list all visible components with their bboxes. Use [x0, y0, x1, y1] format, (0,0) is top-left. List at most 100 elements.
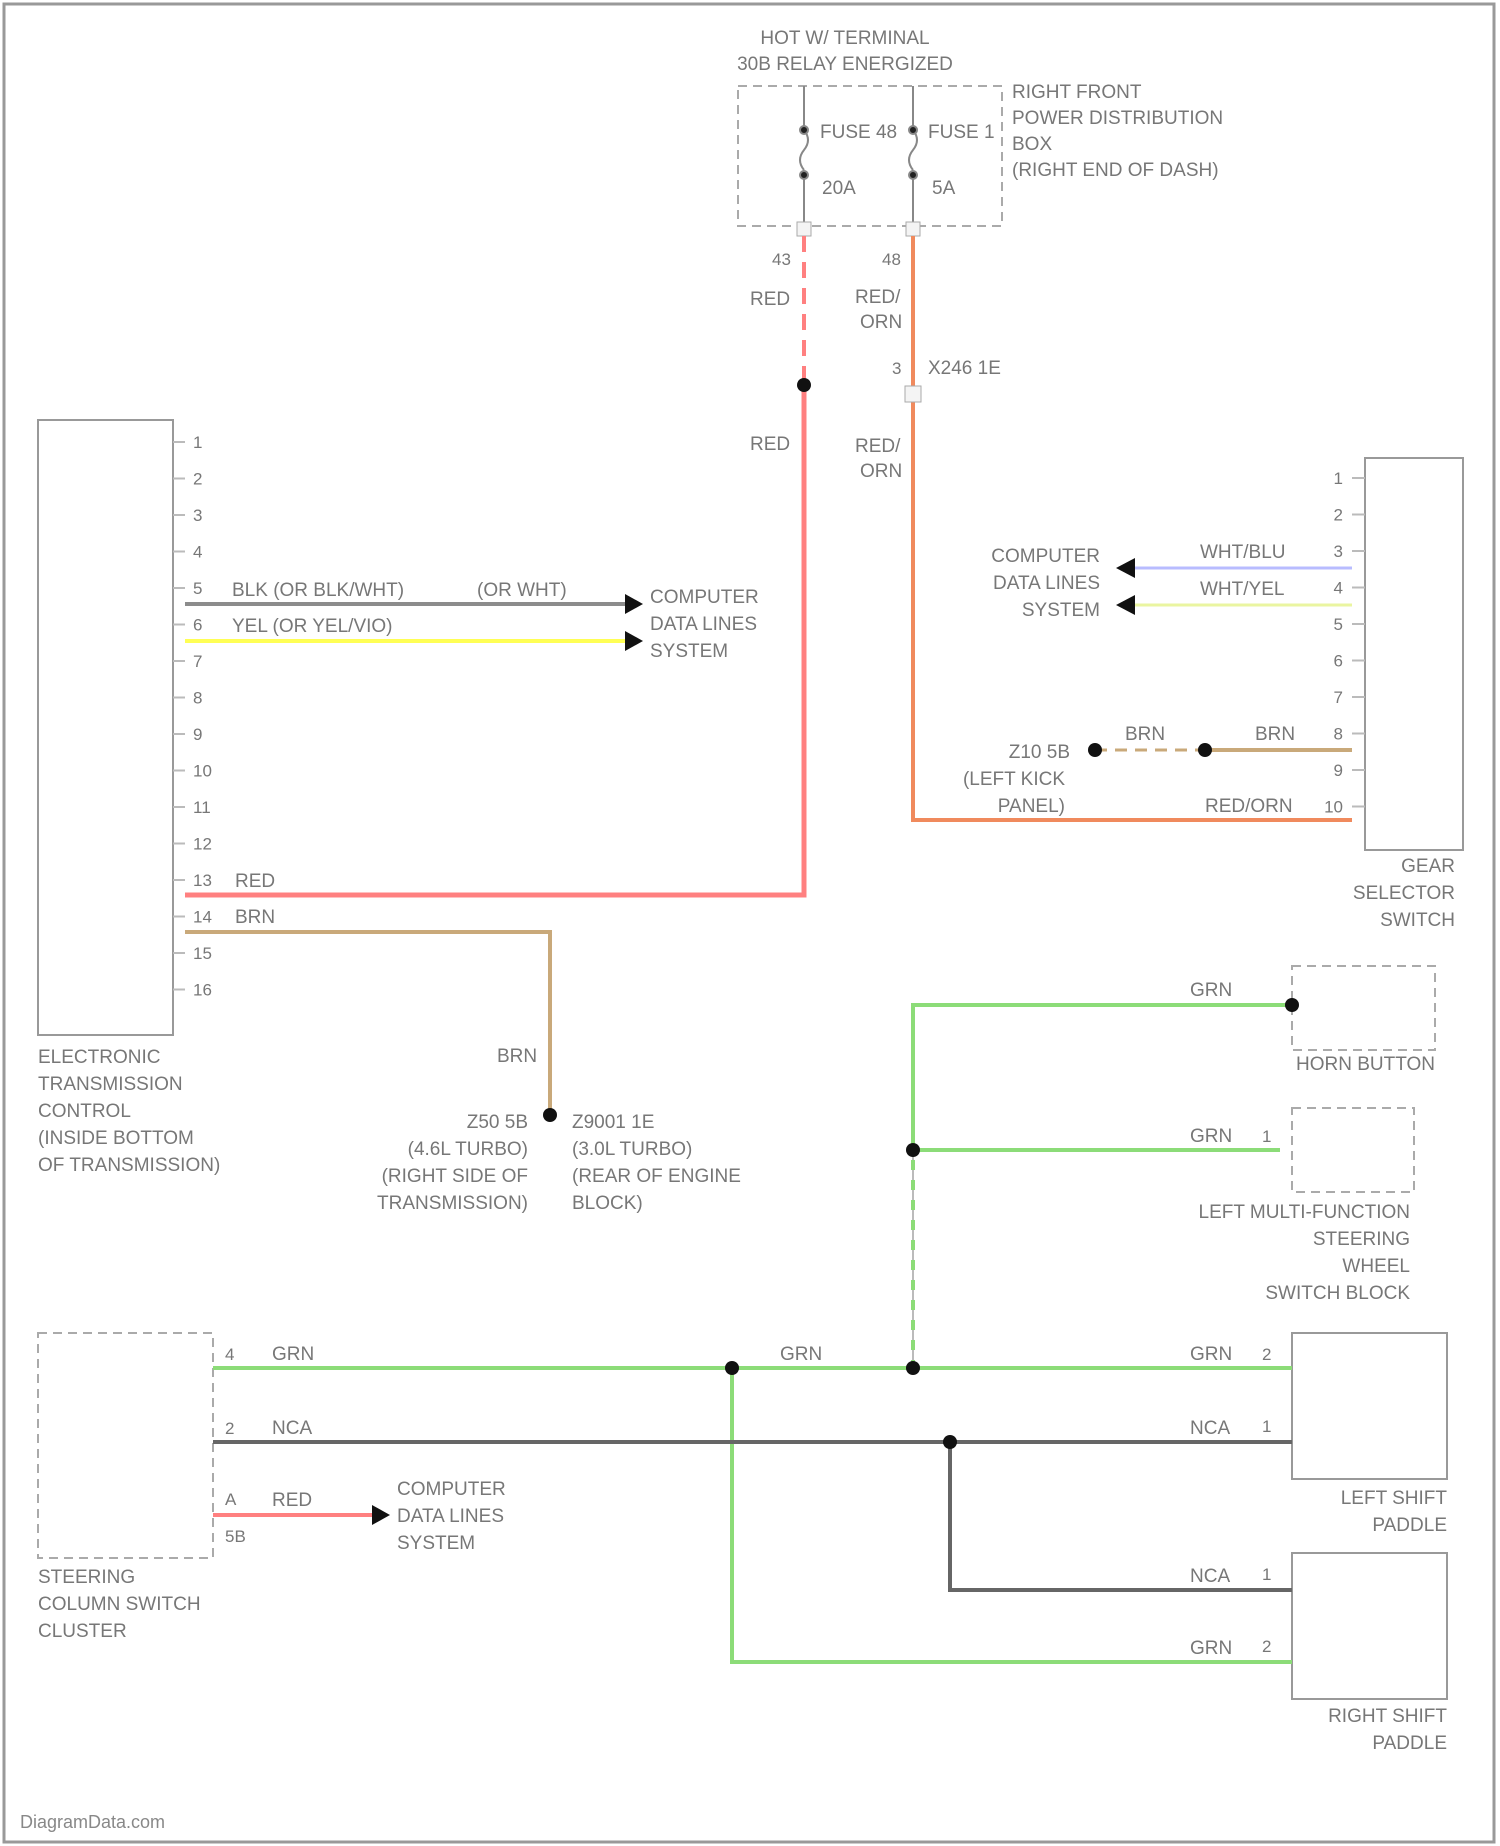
distribution-box-label-1: RIGHT FRONT [1012, 82, 1142, 103]
etc-red-label: RED [235, 871, 275, 892]
right-paddle-pin-grn: 2 [1262, 1637, 1271, 1656]
etc-data-lines-1: COMPUTER [650, 587, 759, 608]
z10-ground-dot [1088, 743, 1102, 757]
hot-terminal-line1: HOT W/ TERMINAL [760, 28, 929, 49]
right-paddle-label-2: PADDLE [1372, 1733, 1447, 1754]
ground-right-label: Z9001 1E [572, 1112, 654, 1133]
left-paddle-pin-nca: 1 [1262, 1417, 1271, 1436]
right-paddle-label-1: RIGHT SHIFT [1328, 1706, 1447, 1727]
nca-label-right-paddle: NCA [1190, 1566, 1230, 1587]
etc-label-1: ELECTRONIC [38, 1047, 160, 1068]
watermark: DiagramData.com [20, 1812, 165, 1832]
red-column-arrow [372, 1505, 390, 1525]
horn-button-label: HORN BUTTON [1296, 1054, 1435, 1075]
fuse-1-pin: 48 [882, 250, 901, 269]
etc-pin-15: 15 [193, 944, 212, 963]
etc-pin-11: 11 [193, 798, 211, 817]
x246-pin: 3 [892, 359, 901, 378]
fuse-48-name: FUSE 48 [820, 122, 897, 143]
wht-yel-label: WHT/YEL [1200, 579, 1284, 600]
column-data-lines-2: DATA LINES [397, 1506, 504, 1527]
brn-wire-etc-14 [185, 932, 550, 1115]
fuse-48-rating: 20A [822, 178, 856, 199]
column-data-lines-3: SYSTEM [397, 1533, 475, 1554]
red-orn-label-full: RED/ORN [1205, 796, 1293, 817]
gear-data-lines-2: DATA LINES [993, 573, 1100, 594]
fuse-48-symbol [800, 86, 808, 226]
etc-pin-2: 2 [193, 470, 202, 489]
gear-selector-label-1: GEAR [1401, 856, 1455, 877]
etc-label-5: OF TRANSMISSION) [38, 1155, 220, 1176]
etc-brn-label: BRN [235, 907, 275, 928]
fuse-1-symbol [909, 86, 917, 226]
gear-selector-pin-3: 3 [1334, 542, 1343, 561]
red-orn-label-mid-2: ORN [860, 461, 902, 482]
red-wire-label-mid: RED [750, 434, 790, 455]
column-label-1: STEERING [38, 1567, 135, 1588]
ground-left-sub-1: (4.6L TURBO) [408, 1139, 528, 1160]
red-wire-label-top: RED [750, 289, 790, 310]
distribution-box-label-4: (RIGHT END OF DASH) [1012, 160, 1219, 181]
grn-label-mid: GRN [780, 1344, 822, 1365]
grn-splice-left [725, 1361, 739, 1375]
gear-selector-pin-1: 1 [1334, 469, 1343, 488]
grn-label-paddle: GRN [1190, 1344, 1232, 1365]
gear-selector-pin-7: 7 [1334, 688, 1343, 707]
blk-wire-label: BLK (OR BLK/WHT) [232, 580, 404, 601]
fuse-48-terminal [797, 222, 811, 236]
column-pin-2: 2 [225, 1419, 234, 1438]
blk-arrow [625, 594, 643, 614]
red-orn-label-top-2: ORN [860, 312, 902, 333]
etc-pin-7: 7 [193, 652, 202, 671]
mfsw-label-1: LEFT MULTI-FUNCTION [1199, 1202, 1410, 1223]
gear-selector-box [1365, 458, 1463, 850]
etc-pin-list: 12345678910111213141516 [173, 433, 212, 1000]
z10-sub-1: (LEFT KICK [963, 769, 1065, 790]
blk-wire-alt-label: (OR WHT) [477, 580, 567, 601]
gear-selector-label-2: SELECTOR [1353, 883, 1455, 904]
gear-selector-pin-8: 8 [1334, 725, 1343, 744]
ground-right-sub-2: (REAR OF ENGINE [572, 1166, 741, 1187]
column-label-3: CLUSTER [38, 1621, 127, 1642]
etc-pin-12: 12 [193, 835, 212, 854]
brn-splice-gear [1198, 743, 1212, 757]
left-paddle-label-2: PADDLE [1372, 1515, 1447, 1536]
x246-label: X246 1E [928, 358, 1001, 379]
red-splice [797, 378, 811, 392]
left-paddle-label-1: LEFT SHIFT [1341, 1488, 1448, 1509]
ground-left-sub-3: TRANSMISSION) [377, 1193, 528, 1214]
red-orn-label-mid-1: RED/ [855, 436, 901, 457]
distribution-box-label-2: POWER DISTRIBUTION [1012, 108, 1223, 129]
etc-pin-14: 14 [193, 908, 212, 927]
gear-selector-pin-4: 4 [1334, 579, 1343, 598]
ground-right-sub-1: (3.0L TURBO) [572, 1139, 692, 1160]
fuse-1-name: FUSE 1 [928, 122, 995, 143]
column-data-lines-1: COMPUTER [397, 1479, 506, 1500]
hot-terminal-line2: 30B RELAY ENERGIZED [737, 54, 953, 75]
z10-label: Z10 5B [1009, 742, 1070, 763]
etc-label-2: TRANSMISSION [38, 1074, 183, 1095]
etc-label-4: (INSIDE BOTTOM [38, 1128, 194, 1149]
ground-splice [543, 1108, 557, 1122]
x246-connector [905, 386, 921, 402]
gear-data-lines-3: SYSTEM [1022, 600, 1100, 621]
mfsw-label-4: SWITCH BLOCK [1265, 1283, 1410, 1304]
grn-splice-right [906, 1361, 920, 1375]
column-label-2: COLUMN SWITCH [38, 1594, 201, 1615]
nca-splice [943, 1435, 957, 1449]
grn-label-horn: GRN [1190, 980, 1232, 1001]
grn-label-right-paddle: GRN [1190, 1638, 1232, 1659]
steering-column-cluster-box [38, 1333, 213, 1558]
left-paddle-pin-grn: 2 [1262, 1345, 1271, 1364]
gear-data-lines-1: COMPUTER [991, 546, 1100, 567]
gear-selector-label-3: SWITCH [1380, 910, 1455, 931]
wht-yel-arrow [1116, 595, 1135, 615]
etc-data-lines-3: SYSTEM [650, 641, 728, 662]
column-pin-4: 4 [225, 1345, 234, 1364]
wht-blu-arrow [1116, 558, 1135, 578]
yel-wire-label: YEL (OR YEL/VIO) [232, 616, 393, 637]
column-pin-a: A [225, 1490, 237, 1509]
nca-label-left-paddle: NCA [1190, 1418, 1230, 1439]
ground-left-label: Z50 5B [467, 1112, 528, 1133]
